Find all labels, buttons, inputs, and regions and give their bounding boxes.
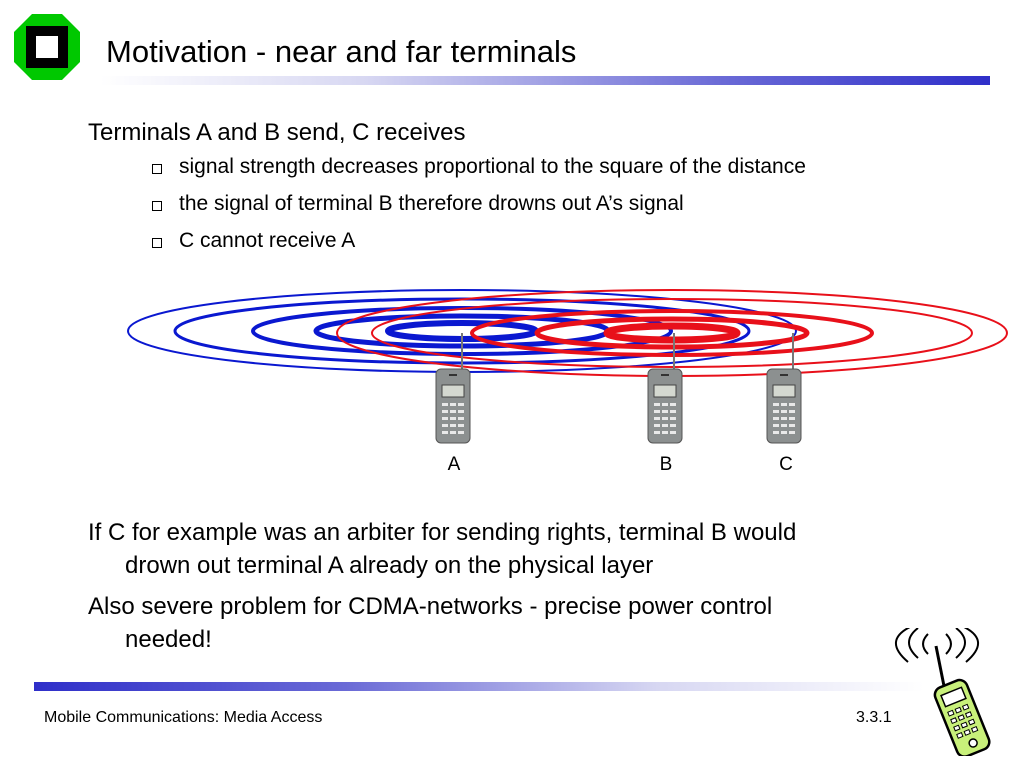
footer-course-title: Mobile Communications: Media Access (44, 709, 323, 726)
sub-bullet: the signal of terminal B therefore drown… (152, 191, 988, 217)
terminal-a-phone-icon (435, 333, 471, 444)
terminal-label-b: B (660, 454, 673, 475)
paragraph-arbiter: If C for example was an arbiter for send… (88, 519, 797, 579)
university-logo (14, 14, 80, 80)
sub-bullet-list: signal strength decreases proportional t… (88, 154, 988, 254)
terminal-label-c: C (779, 454, 793, 475)
near-far-diagram: A B C (127, 289, 1008, 475)
sub-bullet: C cannot receive A (152, 228, 988, 254)
checkbox-bullet-icon (152, 164, 162, 174)
main-bullet: Terminals A and B send, C receives (88, 119, 466, 146)
footer-page-number: 3.3.1 (856, 709, 892, 726)
terminal-c-phone-icon (766, 333, 802, 444)
content-area: Terminals A and B send, C receives signa… (88, 118, 988, 265)
checkbox-bullet-icon (152, 201, 162, 211)
paragraph-cdma: Also severe problem for CDMA-networks - … (88, 593, 773, 653)
bottom-rule (34, 682, 924, 691)
sub-bullet: signal strength decreases proportional t… (152, 154, 988, 180)
terminal-label-a: A (448, 454, 461, 475)
mobile-phone-clipart-icon (895, 628, 991, 756)
checkbox-bullet-icon (152, 238, 162, 248)
top-rule (100, 76, 990, 85)
slide-title: Motivation - near and far terminals (106, 34, 577, 69)
terminal-b-phone-icon (647, 333, 683, 444)
